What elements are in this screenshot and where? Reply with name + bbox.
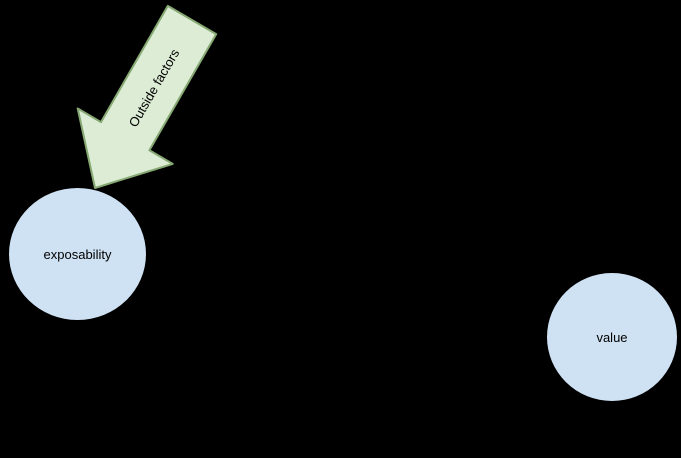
block-arrow-icon [76,4,218,189]
node-value: value [546,272,678,402]
node-value-label: value [596,329,628,345]
node-exposability: exposability [8,187,147,321]
node-exposability-label: exposability [43,246,112,262]
